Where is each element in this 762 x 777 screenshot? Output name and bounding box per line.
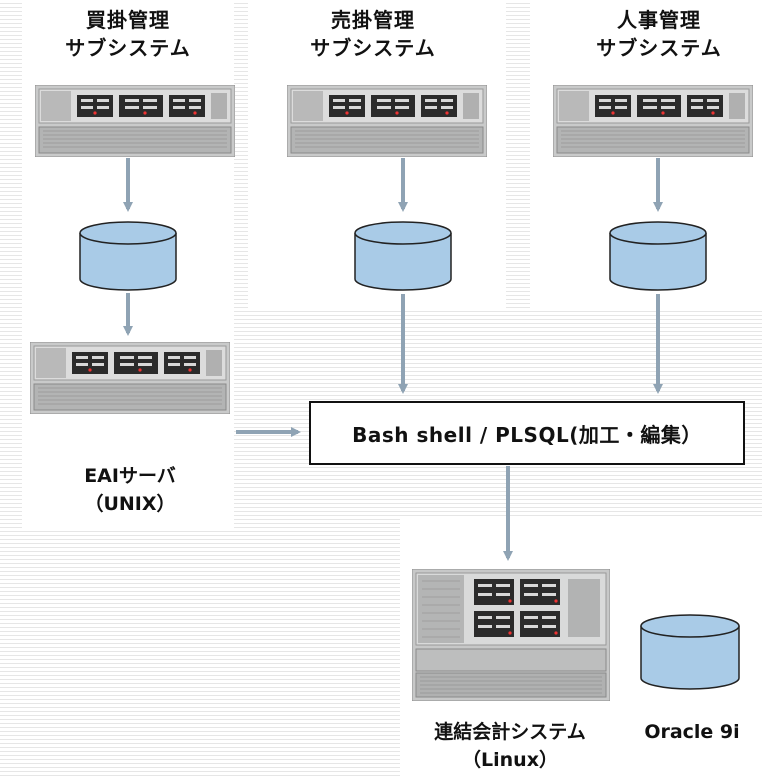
database-cylinder-oracle [640, 614, 740, 690]
database-cylinder-urikake [354, 221, 452, 291]
subsystem-title-urikake: 売掛管理 サブシステム [310, 8, 436, 60]
eai-server-label-line2: （UNIX） [84, 493, 176, 515]
subsystem-title-jinji: 人事管理 サブシステム [596, 8, 722, 60]
consolidated-system-label-line2: （Linux） [462, 749, 558, 771]
process-label: Bash shell / PLSQL(加工・編集） [352, 422, 702, 447]
server-icon-jinji [553, 85, 753, 157]
consolidated-system-label-line1: 連結会計システム [434, 721, 586, 743]
server-icon-eai [30, 342, 230, 414]
server-icon-consolidated [412, 569, 610, 701]
database-cylinder-jinji [609, 221, 707, 291]
database-cylinder-kaikake [79, 221, 177, 291]
eai-server-label-line1: EAIサーバ [84, 465, 176, 487]
server-icon-kaikake [35, 85, 235, 157]
server-icon-urikake [287, 85, 487, 157]
consolidated-system-label: 連結会計システム （Linux） [392, 718, 628, 774]
eai-server-label: EAIサーバ （UNIX） [30, 462, 230, 518]
oracle-db-label: Oracle 9i [644, 721, 740, 743]
subsystem-title-kaikake: 買掛管理 サブシステム [65, 8, 191, 60]
process-box-bash-plsql: Bash shell / PLSQL(加工・編集） [309, 401, 745, 465]
